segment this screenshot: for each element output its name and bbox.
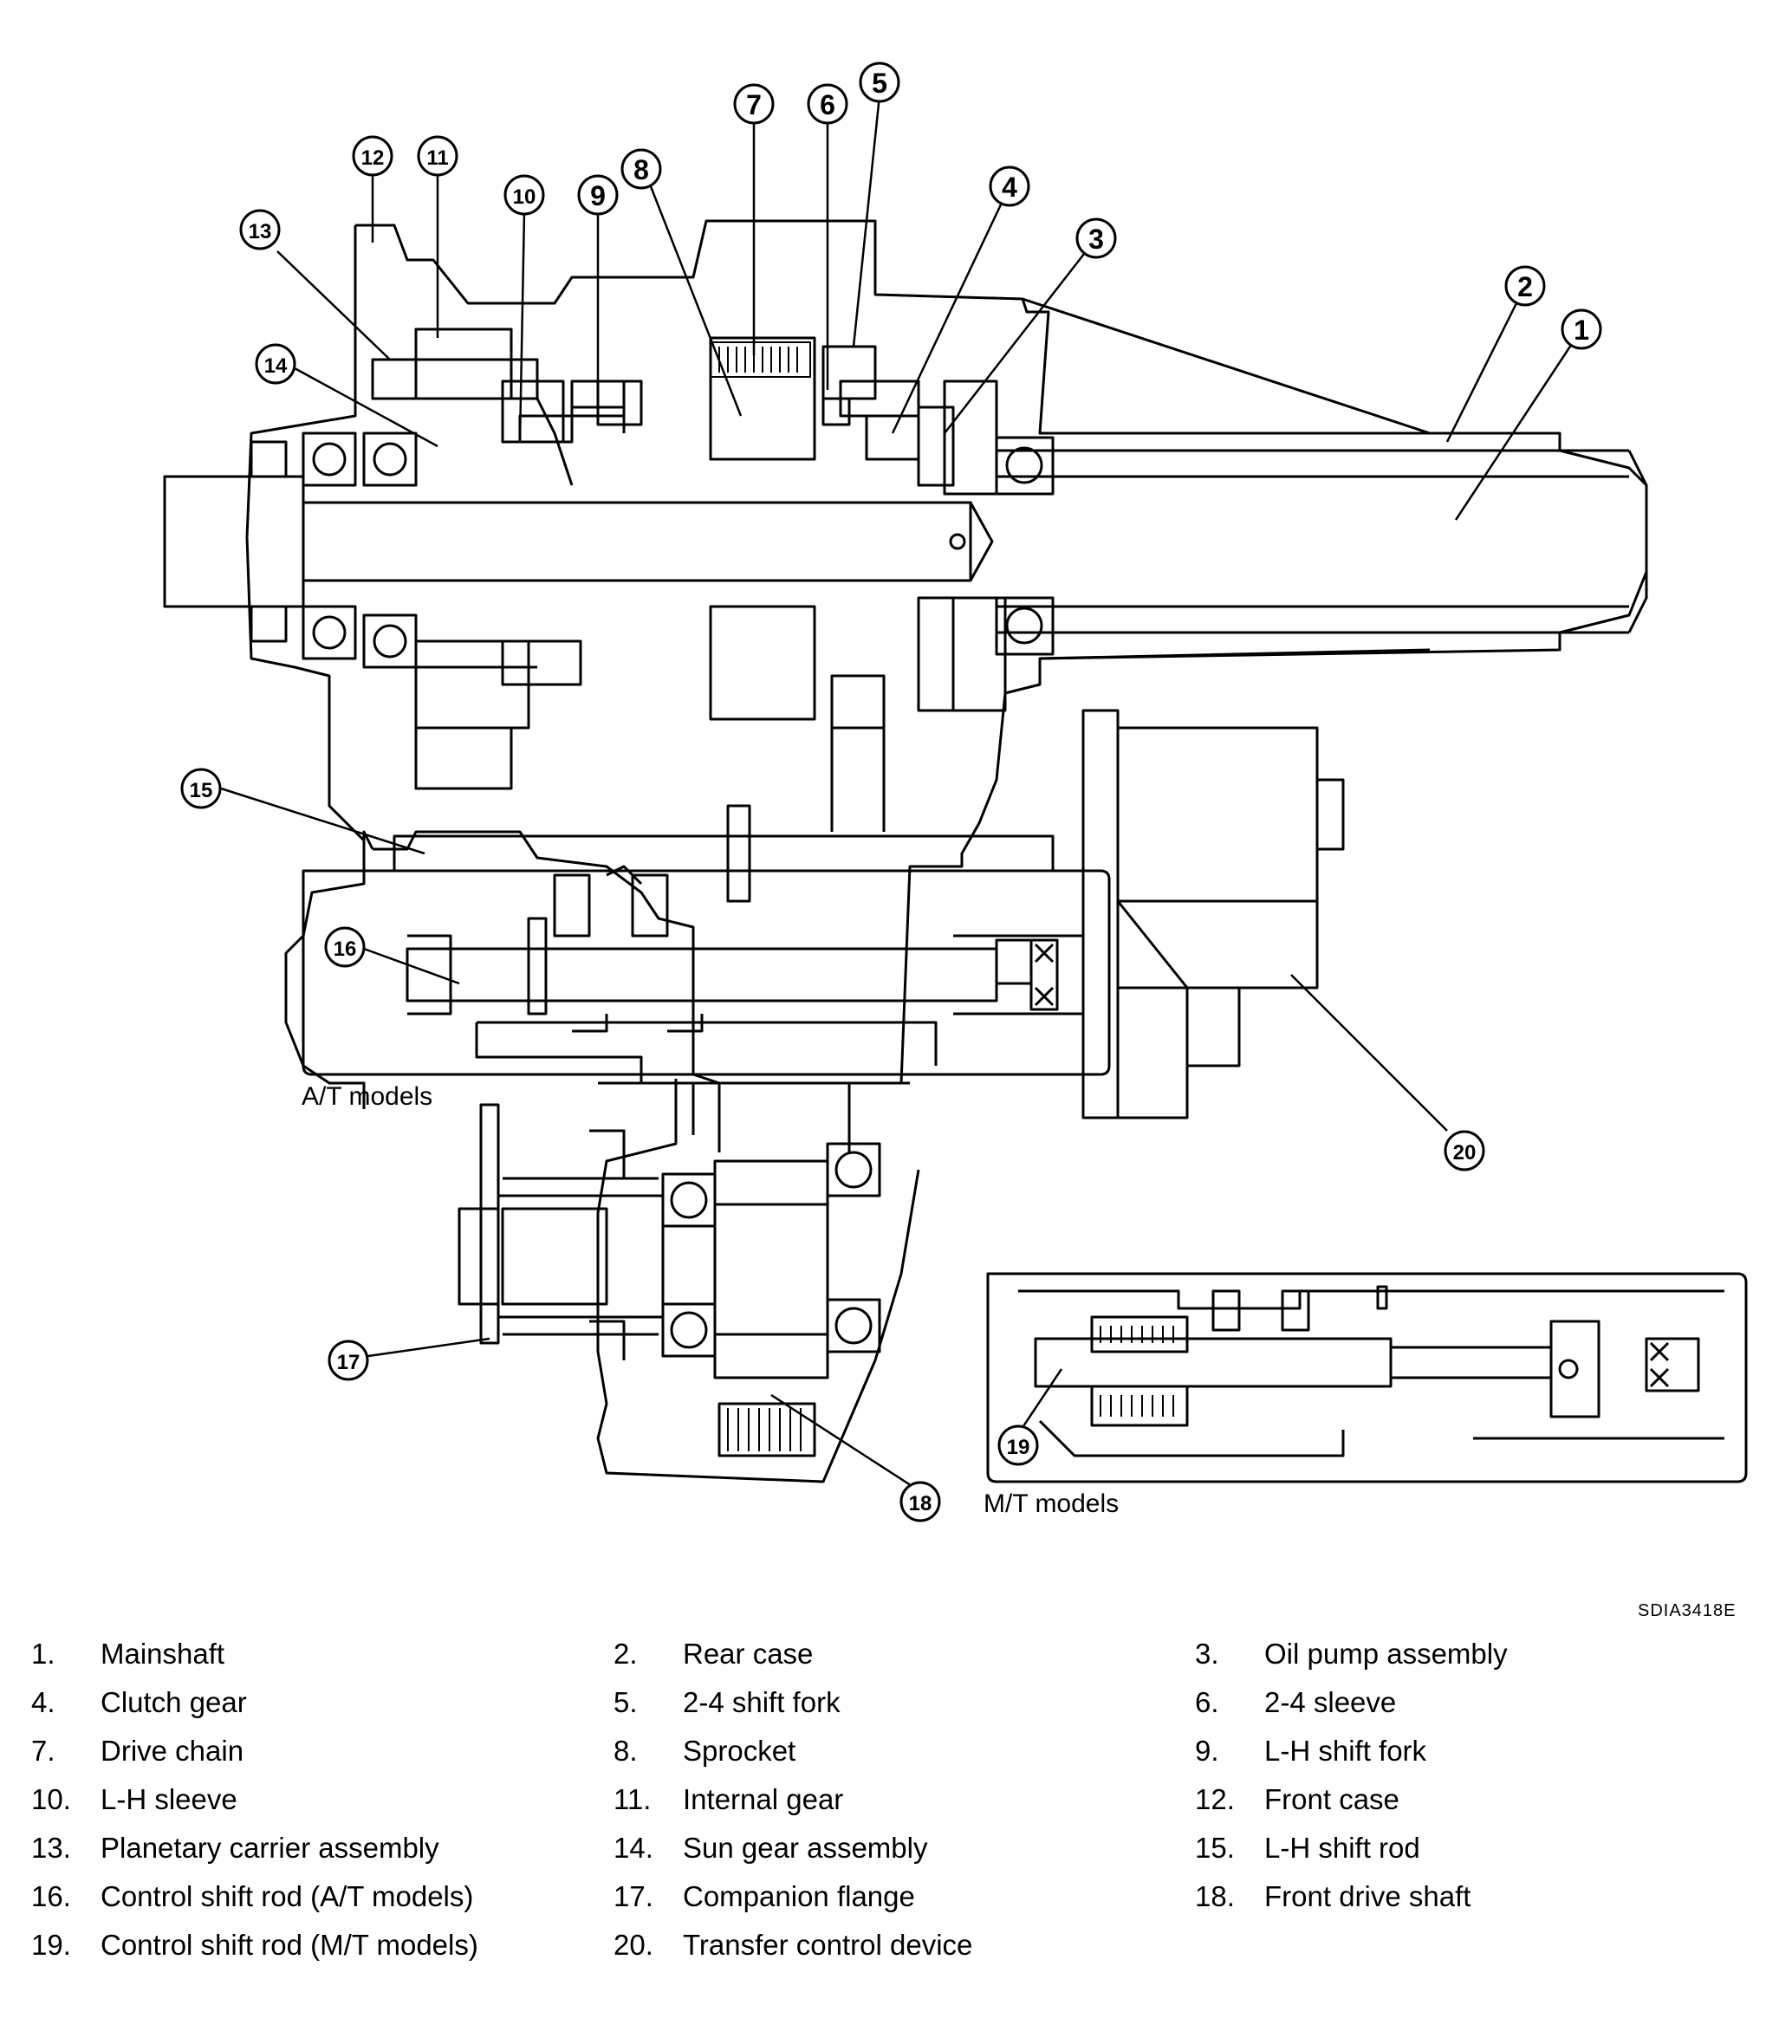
callout-4: 4 [989, 165, 1030, 207]
legend-num: 12. [1195, 1783, 1235, 1815]
legend-num: 18. [1195, 1880, 1235, 1912]
callout-11: 11 [417, 135, 458, 177]
legend-text: L-H shift rod [1264, 1832, 1420, 1864]
legend-text: L-H sleeve [101, 1783, 237, 1815]
legend-num: 3. [1195, 1638, 1219, 1670]
legend-text: Sun gear assembly [683, 1832, 928, 1864]
mt-models-label: M/T models [984, 1489, 1119, 1518]
legend-text: Rear case [683, 1638, 814, 1670]
housing-outline [245, 219, 1648, 1483]
callout-17-label: 17 [337, 1351, 360, 1374]
planetary-gearset [371, 328, 626, 790]
legend-text: Control shift rod (M/T models) [101, 1929, 478, 1961]
legend-text: Sprocket [683, 1735, 796, 1767]
callout-13-label: 13 [249, 220, 272, 243]
mainshaft-bearings [250, 432, 1055, 669]
legend-text: L-H shift fork [1264, 1735, 1427, 1767]
legend-text: Companion flange [683, 1880, 915, 1912]
callout-2-label: 2 [1517, 271, 1533, 302]
legend-num: 9. [1195, 1735, 1219, 1767]
callout-20: 20 [1444, 1130, 1485, 1171]
callout-9: 9 [577, 174, 619, 216]
callout-6: 6 [807, 83, 848, 125]
callout-7: 7 [733, 83, 775, 125]
callout-11-label: 11 [426, 146, 448, 170]
callout-12: 12 [352, 135, 393, 177]
callout-19: 19 [997, 1424, 1039, 1466]
transfer-control-device [1081, 709, 1345, 1119]
callout-1-label: 1 [1574, 315, 1589, 346]
legend-text: Transfer control device [683, 1929, 973, 1961]
legend-num: 11. [614, 1783, 652, 1815]
callout-3: 3 [1075, 217, 1117, 259]
companion-flange [458, 1103, 665, 1360]
callout-15: 15 [180, 768, 222, 809]
callout-10: 10 [503, 174, 545, 216]
mt-models-inset [986, 1272, 1748, 1483]
legend-num: 20. [614, 1929, 653, 1961]
legend-num: 19. [31, 1929, 71, 1961]
legend-text: 2-4 shift fork [683, 1686, 841, 1718]
callout-4-label: 4 [1002, 172, 1017, 203]
callout-5: 5 [859, 62, 900, 103]
callout-9-label: 9 [590, 180, 606, 211]
legend-num: 4. [31, 1686, 55, 1718]
leader-lines [220, 94, 1583, 1492]
legend-text: Clutch gear [101, 1686, 247, 1718]
callout-20-label: 20 [1453, 1141, 1477, 1165]
callout-14-label: 14 [264, 354, 288, 378]
mainshaft [163, 449, 1648, 634]
callout-8-label: 8 [633, 154, 649, 185]
legend-text: Internal gear [683, 1783, 844, 1815]
at-models-label: A/T models [302, 1082, 432, 1111]
callout-17: 17 [328, 1340, 369, 1381]
legend-text: Front drive shaft [1264, 1880, 1471, 1912]
callouts: 1 2 3 4 5 6 7 8 9 10 11 12 13 14 15 16 1… [180, 62, 1602, 1522]
legend-num: 10. [31, 1783, 71, 1815]
callout-5-label: 5 [872, 68, 887, 99]
legend-num: 7. [31, 1735, 55, 1767]
legend-text: Mainshaft [101, 1638, 225, 1670]
callout-1: 1 [1561, 308, 1602, 350]
legend-text: 2-4 sleeve [1264, 1686, 1397, 1718]
callout-2: 2 [1504, 265, 1546, 307]
legend-num: 13. [31, 1832, 71, 1864]
at-models-region [302, 869, 1111, 1083]
legend-num: 6. [1195, 1686, 1219, 1718]
legend-num: 15. [1195, 1832, 1235, 1864]
legend-num: 16. [31, 1880, 71, 1912]
callout-18: 18 [899, 1481, 941, 1522]
legend-text: Drive chain [101, 1735, 244, 1767]
callout-12-label: 12 [361, 146, 385, 170]
callout-19-label: 19 [1007, 1436, 1030, 1459]
legend-num: 2. [614, 1638, 638, 1670]
legend-num: 14. [614, 1832, 653, 1864]
callout-18-label: 18 [909, 1492, 932, 1515]
callout-14: 14 [255, 343, 296, 385]
callout-16-label: 16 [334, 938, 357, 961]
legend-text: Front case [1264, 1783, 1399, 1815]
callout-7-label: 7 [746, 89, 762, 120]
callout-13: 13 [239, 209, 281, 250]
transfer-cross-section-diagram: 1 2 3 4 5 6 7 8 9 10 11 12 13 14 15 16 1… [163, 62, 1748, 1522]
callout-3-label: 3 [1088, 224, 1104, 255]
figure-code: SDIA3418E [1638, 1601, 1737, 1620]
front-drive-shaft [661, 1142, 881, 1457]
legend-num: 8. [614, 1735, 638, 1767]
callout-16: 16 [324, 926, 366, 968]
callout-15-label: 15 [190, 779, 213, 802]
legend-text: Oil pump assembly [1264, 1638, 1508, 1670]
legend-text: Planetary carrier assembly [101, 1832, 439, 1864]
legend-num: 17. [614, 1880, 653, 1912]
legend-num: 1. [31, 1638, 55, 1670]
legend-text: Control shift rod (A/T models) [101, 1880, 474, 1912]
sprocket-and-chain [596, 336, 1007, 832]
legend-num: 5. [614, 1686, 638, 1718]
callout-8: 8 [620, 148, 662, 190]
callout-6-label: 6 [820, 89, 835, 120]
callout-10-label: 10 [513, 185, 536, 209]
